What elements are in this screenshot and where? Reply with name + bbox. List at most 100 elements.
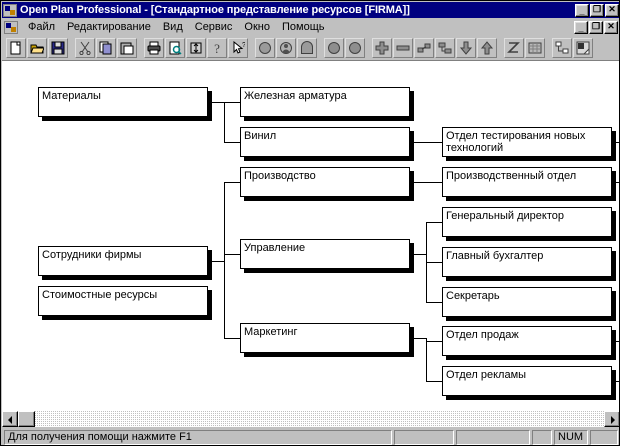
close-icon: ✕ — [608, 3, 616, 14]
diagram-node[interactable]: Маркетинг — [240, 323, 410, 353]
zigzag-button[interactable] — [504, 38, 524, 58]
diagram-node[interactable]: Секретарь — [442, 287, 612, 317]
diagram-node[interactable]: Железная арматура — [240, 87, 410, 117]
connector-line — [426, 262, 442, 263]
open-folder-button[interactable] — [27, 38, 47, 58]
new-file-button[interactable] — [6, 38, 26, 58]
connector-line — [410, 182, 426, 183]
restore-icon: ❐ — [591, 20, 601, 31]
close-icon: ✕ — [607, 20, 615, 31]
window-title: Open Plan Professional - [Стандартное пр… — [20, 4, 410, 16]
horizontal-scrollbar[interactable] — [2, 411, 619, 427]
print-preview-button[interactable] — [165, 38, 185, 58]
mdi-child-controls: _ ❐ ✕ — [574, 20, 618, 34]
diagram-node[interactable]: Винил — [240, 127, 410, 157]
sort-button[interactable] — [186, 38, 206, 58]
help-question-button[interactable]: ? — [207, 38, 227, 58]
connector-line — [224, 254, 240, 255]
restore-button[interactable]: ❐ — [590, 3, 604, 17]
minimize-icon: _ — [579, 5, 585, 16]
paste-button[interactable] — [117, 38, 137, 58]
diagram-node[interactable]: Главный бухгалтер — [442, 247, 612, 277]
connector-line — [426, 142, 442, 143]
print-button[interactable] — [144, 38, 164, 58]
layout-tree-button[interactable] — [552, 38, 572, 58]
diagram-node-label: Материалы — [42, 90, 101, 102]
copy-button[interactable] — [96, 38, 116, 58]
close-button[interactable]: ✕ — [605, 3, 619, 17]
scroll-thumb[interactable] — [18, 411, 35, 427]
connector-line — [426, 222, 442, 223]
diagram-node-label: Генеральный директор — [446, 210, 564, 222]
diagram-node-label: Сотрудники фирмы — [42, 249, 142, 261]
child-restore-button[interactable]: ❐ — [589, 20, 603, 34]
plus-button[interactable] — [372, 38, 392, 58]
restore-icon: ❐ — [592, 3, 602, 14]
diagram-node[interactable]: Производственный отдел — [442, 167, 612, 197]
help-arrow-button[interactable]: ? — [228, 38, 248, 58]
diagram-node-label: Отдел продаж — [446, 329, 519, 341]
connector-line — [426, 338, 427, 381]
connector-line — [426, 182, 442, 183]
diagram-node[interactable]: Сотрудники фирмы — [38, 246, 208, 276]
scroll-track[interactable] — [18, 411, 604, 427]
diagram-node-label: Отдел тестирования новых технологий — [446, 130, 586, 154]
diagram-node[interactable]: Материалы — [38, 87, 208, 117]
cut-scissors-button[interactable] — [75, 38, 95, 58]
toolbar: ?? — [2, 36, 619, 61]
menu-item-view[interactable]: Вид — [162, 21, 183, 33]
minus-button[interactable] — [393, 38, 413, 58]
connector-line — [426, 341, 442, 342]
svg-text:?: ? — [242, 42, 245, 49]
title-bar[interactable]: Open Plan Professional - [Стандартное пр… — [2, 2, 619, 18]
menu-item-edit[interactable]: Редактирование — [67, 21, 151, 33]
minimize-button[interactable]: _ — [575, 3, 589, 17]
child-close-button[interactable]: ✕ — [604, 20, 618, 34]
link-button[interactable] — [414, 38, 434, 58]
child-minimize-button[interactable]: _ — [574, 20, 588, 34]
scroll-right-icon[interactable] — [604, 411, 619, 427]
resource-shape-button[interactable] — [297, 38, 317, 58]
connector-line — [426, 302, 442, 303]
diagram-node-label: Главный бухгалтер — [446, 250, 544, 262]
move-down-button[interactable] — [456, 38, 476, 58]
unlink-button[interactable] — [435, 38, 455, 58]
diagram-node[interactable]: Отдел продаж — [442, 326, 612, 356]
diagram-node[interactable]: Стоимостные ресурсы — [38, 286, 208, 316]
connector-line — [612, 341, 619, 342]
document-icon[interactable] — [4, 20, 18, 34]
filled-circle-button[interactable] — [324, 38, 344, 58]
save-disk-button[interactable] — [48, 38, 68, 58]
connector-line — [208, 261, 224, 262]
resource-person-button[interactable] — [276, 38, 296, 58]
menu-item-file[interactable]: Файл — [28, 21, 56, 33]
diagram-node[interactable]: Производство — [240, 167, 410, 197]
diagram-node[interactable]: Отдел рекламы — [442, 366, 612, 396]
diagram-node[interactable]: Управление — [240, 239, 410, 269]
filled-circle-2-button[interactable] — [345, 38, 365, 58]
connector-line — [612, 142, 619, 143]
scroll-left-icon[interactable] — [2, 411, 18, 427]
connector-line — [426, 381, 442, 382]
grid-table-button[interactable] — [525, 38, 545, 58]
diagram-node-label: Винил — [244, 130, 277, 142]
diagram-node[interactable]: Генеральный директор — [442, 207, 612, 237]
diagram-node[interactable]: Отдел тестирования новых технологий — [442, 127, 612, 157]
menu-item-help[interactable]: Помощь — [281, 21, 325, 33]
zoom-window-button[interactable] — [573, 38, 593, 58]
diagram-node-label: Управление — [244, 242, 306, 254]
minimize-icon: _ — [578, 22, 584, 33]
move-up-button[interactable] — [477, 38, 497, 58]
diagram-node-label: Отдел рекламы — [446, 369, 527, 381]
diagram-node-label: Железная арматура — [244, 90, 347, 102]
connector-line — [224, 102, 225, 142]
status-bar: Для получения помощи нажмите F1 NUM — [2, 428, 619, 445]
diagram-node-label: Производство — [244, 170, 316, 182]
menu-item-tools[interactable]: Сервис — [194, 21, 233, 33]
resource-circle-button[interactable] — [255, 38, 275, 58]
app-icon[interactable] — [3, 3, 17, 17]
menu-item-window[interactable]: Окно — [244, 21, 270, 33]
status-panel-a — [394, 429, 454, 445]
